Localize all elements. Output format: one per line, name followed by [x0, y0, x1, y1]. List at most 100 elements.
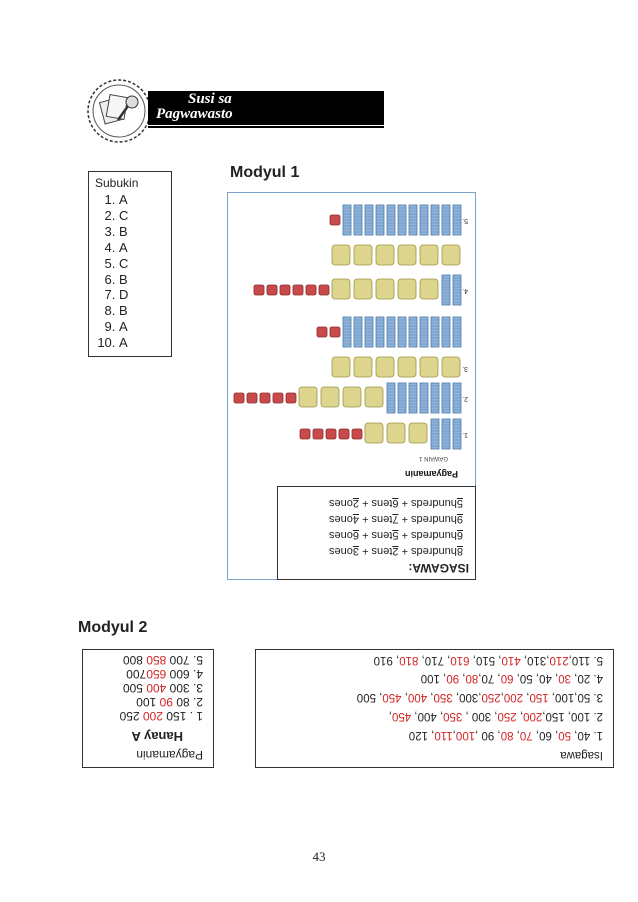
banner-underline: [148, 126, 384, 128]
ones-word: ones: [329, 529, 353, 541]
tens-answer: 5: [392, 529, 399, 541]
given-number: ,: [513, 729, 520, 741]
subukin-answer-box: Subukin A C B A C B D B A A: [88, 171, 172, 357]
isagawa-title: ISAGAWA:: [408, 561, 469, 575]
given-number: 2. 100, 150,: [542, 710, 603, 722]
ones-cube: [441, 244, 461, 266]
given-number: , 510,: [469, 654, 502, 666]
list-item: B: [119, 303, 128, 319]
tens-word: tens: [371, 545, 393, 557]
key-seal-icon: [87, 79, 151, 143]
hundreds-flat: [325, 428, 337, 440]
ones-cube: [342, 386, 362, 408]
tens-answer: 2: [392, 545, 399, 557]
given-number: 3. 300: [166, 681, 203, 695]
hundreds-flat: [338, 428, 350, 440]
tens-answer: 6: [392, 497, 399, 509]
hundreds-flat: [312, 428, 324, 440]
hundreds-flat: [351, 428, 363, 440]
ones-answer: 6: [352, 529, 359, 541]
hundreds-word: hundreds: [411, 545, 457, 557]
hundreds-flat: [246, 392, 258, 404]
item-number: 2.: [462, 395, 468, 402]
answer-number: 50: [558, 729, 572, 741]
ones-cube: [397, 244, 417, 266]
banner-title-line2: Pagwawasto: [156, 106, 233, 122]
pagyamanin-caption: Pagyamanin: [136, 748, 203, 762]
item-number: 5.: [462, 217, 468, 224]
answer-number: 250: [497, 710, 517, 722]
ones-answer: 4: [352, 513, 359, 525]
item-number: 4.: [462, 287, 468, 294]
answer-number: 210: [549, 654, 569, 666]
given-number: , 300 ,: [462, 710, 498, 722]
given-number: 500: [122, 681, 147, 695]
modyul-1-heading: Modyul 1: [230, 164, 300, 181]
given-number: , 400,: [411, 710, 444, 722]
answer-number: 90: [446, 672, 460, 684]
hundreds-flat: [318, 284, 330, 296]
sequence-row: 1. 40, 50, 60, 70, 80, 90 ,100,110, 120: [409, 729, 603, 741]
hundreds-flat: [329, 214, 341, 226]
pagyamanin-label: Pagyamanin: [405, 469, 458, 479]
given-number: , 60,: [532, 729, 559, 741]
page-number: 43: [312, 849, 326, 864]
ones-cube: [331, 356, 351, 378]
given-number: ,310,: [520, 654, 550, 666]
given-number: ,: [388, 710, 392, 722]
ones-cube: [375, 356, 395, 378]
hundreds-answer: 9: [456, 513, 463, 525]
place-value-row: 9hundreds + 7tens + 4ones: [329, 513, 463, 525]
answer-number: 200: [523, 710, 543, 722]
given-number: , 40, 50,: [513, 672, 559, 684]
tens-answer: 7: [392, 513, 399, 525]
answer-number: 200: [142, 709, 163, 723]
list-item: C: [119, 208, 128, 224]
given-number: 700: [126, 667, 147, 681]
given-number: , 90 ,: [475, 729, 501, 741]
hanay-row: 1 . 150 200 250: [120, 709, 203, 723]
subukin-caption: Subukin: [95, 176, 139, 190]
answer-number: 400: [146, 681, 167, 695]
answer-number: 100: [455, 729, 476, 741]
isagawa-caption: Isagawa: [560, 749, 603, 761]
answer-number: 450: [382, 691, 402, 703]
sequence-row: 4. 20, 30, 40, 50, 60, 70,80, 90, 100: [421, 672, 603, 684]
answer-number: 810: [399, 654, 419, 666]
gawain-label: GAWAIN 1: [418, 455, 448, 461]
hundreds-flat: [316, 326, 328, 338]
ones-cube: [331, 278, 351, 300]
given-number: ,: [401, 691, 408, 703]
ones-cube: [353, 356, 373, 378]
sequence-row: 5. 110,210,310, 410, 510, 610, 710, 810,…: [374, 654, 603, 666]
list-item: A: [119, 319, 128, 335]
hundreds-flat: [299, 428, 311, 440]
hundreds-flat: [292, 284, 304, 296]
given-number: 800: [122, 653, 147, 667]
answer-number: 150: [529, 691, 549, 703]
ones-cube: [364, 422, 384, 444]
hundreds-answer: 8: [456, 545, 463, 557]
hanay-row: 3. 300 400 500: [123, 681, 203, 695]
hanay-row: 2. 80 90 100: [136, 695, 203, 709]
answer-number: 650: [146, 667, 167, 681]
given-number: , 100: [420, 672, 447, 684]
hundreds-flat: [233, 392, 245, 404]
answer-number: 350: [443, 710, 463, 722]
answer-number: 410: [501, 654, 521, 666]
ones-cube: [331, 244, 351, 266]
isagawa-sequence-box: Isagawa 1. 40, 50, 60, 70, 80, 90 ,100,1…: [255, 649, 614, 768]
hundreds-flat: [279, 284, 291, 296]
answer-number: 70: [519, 729, 533, 741]
answer-key-banner: Susi sa Pagwawasto: [148, 91, 384, 125]
tens-word: tens: [371, 497, 393, 509]
banner-title-line1: Susi sa: [188, 91, 232, 107]
ones-cube: [441, 356, 461, 378]
hundreds-flat: [285, 392, 297, 404]
given-number: 5. 700: [166, 653, 203, 667]
list-item: A: [119, 240, 128, 256]
list-item: B: [119, 272, 128, 288]
ones-cube: [408, 422, 428, 444]
given-number: 100: [136, 695, 160, 709]
